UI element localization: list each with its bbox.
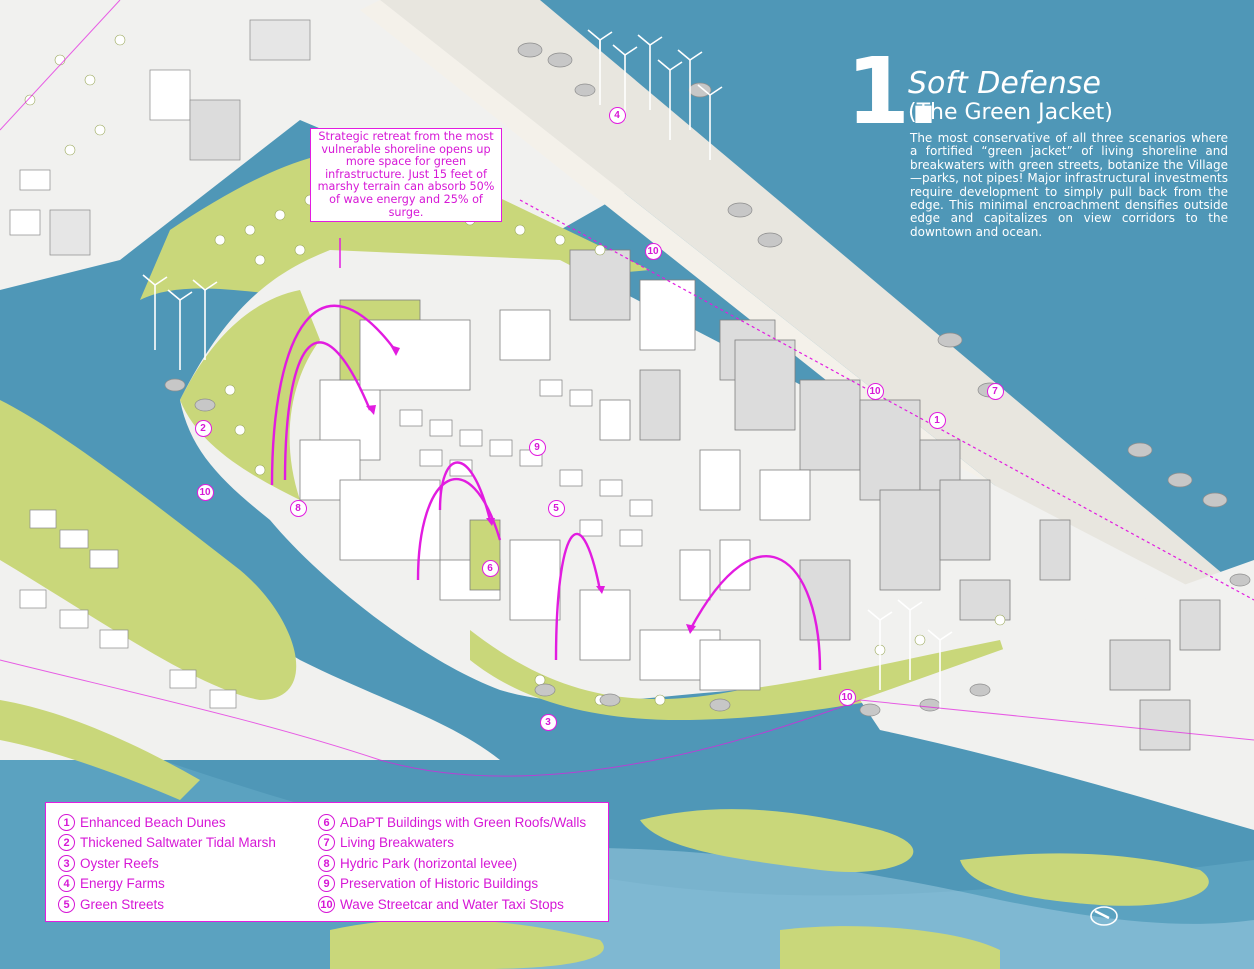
retreat-callout: Strategic retreat from the most vulnerab… xyxy=(310,128,502,223)
mainland-southwest xyxy=(0,470,500,760)
scenario-subtitle: (The Green Jacket) xyxy=(908,100,1113,125)
north-arrow-icon xyxy=(1090,906,1118,926)
water-taxi-route xyxy=(0,659,1254,777)
historic-blocks xyxy=(399,379,653,547)
mainland-route xyxy=(0,0,121,131)
marsh-island-3 xyxy=(640,809,914,872)
map-marker-7: 7 xyxy=(986,382,1004,400)
marsh-island-6 xyxy=(780,926,1000,969)
scenario-title: Soft Defense xyxy=(908,66,1101,101)
map-marker-5: 5 xyxy=(547,499,565,517)
mainland-buildings xyxy=(9,19,311,709)
streetcar-line xyxy=(519,199,1254,601)
marsh-island-1 xyxy=(0,400,297,700)
map-marker-10d: 10 xyxy=(838,688,856,706)
map-marker-3: 3 xyxy=(539,713,557,731)
map-marker-9: 9 xyxy=(528,438,546,456)
map-marker-10c: 10 xyxy=(866,382,884,400)
map-marker-8: 8 xyxy=(289,499,307,517)
map-marker-2: 2 xyxy=(194,419,212,437)
scenario-description: The most conservative of all three scena… xyxy=(910,131,1228,239)
mainland-southeast xyxy=(860,560,1254,830)
district-buildings xyxy=(299,249,1221,751)
arrow-heads xyxy=(366,345,696,634)
map-marker-10b: 10 xyxy=(644,242,662,260)
wind-turbine-icon xyxy=(142,29,953,710)
retreat-arrows xyxy=(270,304,822,671)
map-marker-4: 4 xyxy=(608,106,626,124)
marsh-island-4 xyxy=(960,853,1209,906)
scenario-number: 1. xyxy=(846,38,941,145)
map-marker-10a: 10 xyxy=(196,483,214,501)
map-marker-6: 6 xyxy=(481,559,499,577)
map-marker-1: 1 xyxy=(928,411,946,429)
marsh-island-2 xyxy=(0,700,200,800)
marsh-island-5 xyxy=(330,919,604,969)
